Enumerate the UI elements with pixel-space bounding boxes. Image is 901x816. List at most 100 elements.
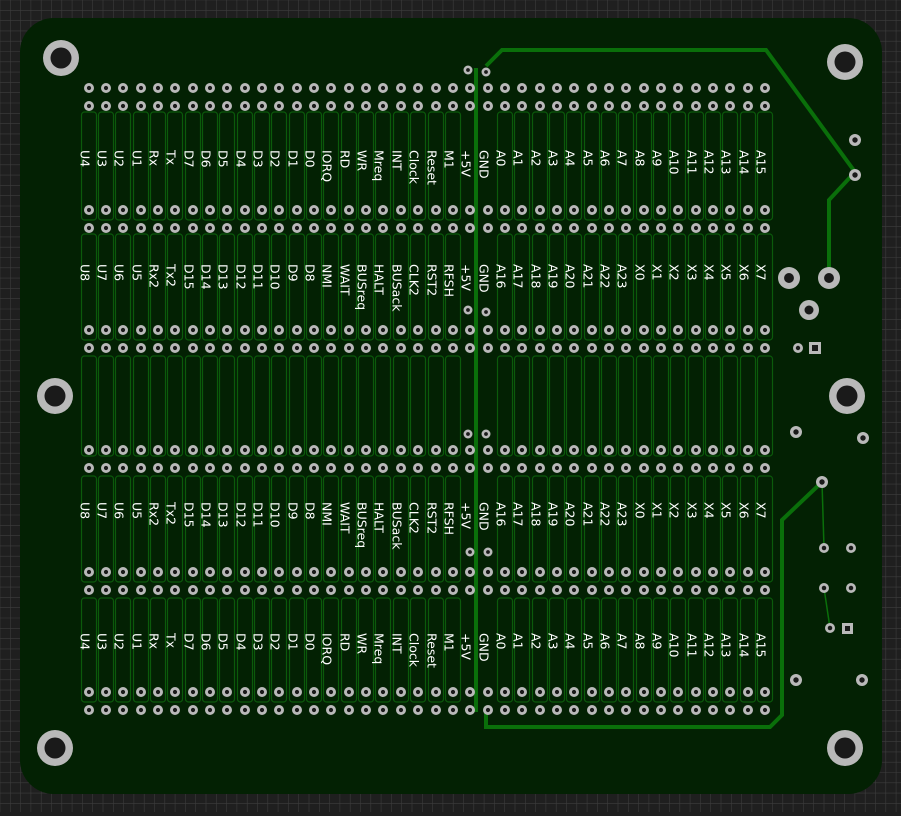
pad-drill bbox=[294, 225, 300, 231]
pad-drill bbox=[328, 85, 334, 91]
pin-label: A14 bbox=[737, 150, 752, 175]
pad-drill bbox=[294, 207, 300, 213]
pin-label: Clock bbox=[407, 150, 422, 185]
pad-drill bbox=[294, 345, 300, 351]
pad-drill bbox=[589, 345, 595, 351]
header-outline bbox=[513, 597, 531, 703]
pin-label: A3 bbox=[546, 633, 561, 650]
pad-drill bbox=[745, 569, 751, 575]
pad-drill bbox=[224, 587, 230, 593]
pad-drill bbox=[502, 587, 508, 593]
pad-drill bbox=[103, 689, 109, 695]
pad-drill bbox=[172, 587, 178, 593]
pad-drill bbox=[484, 432, 488, 436]
pad-drill bbox=[762, 225, 768, 231]
pad-drill bbox=[346, 569, 352, 575]
pin-label: X3 bbox=[685, 502, 700, 519]
pad-drill bbox=[120, 207, 126, 213]
header-outline bbox=[236, 233, 254, 341]
pad-drill bbox=[623, 587, 629, 593]
pad-drill bbox=[207, 103, 213, 109]
pad-drill bbox=[380, 207, 386, 213]
pin-label: +5V bbox=[459, 150, 474, 177]
pad-drill bbox=[103, 707, 109, 713]
pad-drill bbox=[207, 707, 213, 713]
pad-drill bbox=[467, 689, 473, 695]
mounting-hole-drill bbox=[50, 47, 72, 69]
pad-drill bbox=[86, 225, 92, 231]
pad-drill bbox=[190, 569, 196, 575]
pin-label: A21 bbox=[581, 502, 596, 526]
pad-drill bbox=[675, 345, 681, 351]
pad-drill bbox=[745, 327, 751, 333]
header-outline bbox=[374, 475, 392, 583]
pin-label: A9 bbox=[650, 150, 665, 167]
pin-label: Mreq bbox=[372, 633, 387, 664]
pad-drill bbox=[693, 689, 699, 695]
pin-label: X4 bbox=[702, 264, 717, 281]
pad-drill bbox=[346, 465, 352, 471]
header-outline bbox=[496, 233, 514, 341]
pad-drill bbox=[467, 327, 473, 333]
pad-drill bbox=[415, 345, 421, 351]
header-outline bbox=[496, 475, 514, 583]
header-outline bbox=[409, 111, 427, 221]
pad-drill bbox=[589, 569, 595, 575]
pad-drill bbox=[606, 465, 612, 471]
pad-drill bbox=[727, 85, 733, 91]
header-outline bbox=[305, 111, 323, 221]
pad-drill bbox=[745, 465, 751, 471]
pad-drill bbox=[727, 345, 733, 351]
pad-drill bbox=[138, 465, 144, 471]
pad-drill bbox=[745, 225, 751, 231]
pad-drill bbox=[363, 465, 369, 471]
header-outline bbox=[340, 233, 358, 341]
pin-label: D2 bbox=[268, 633, 283, 651]
pin-label: A13 bbox=[719, 150, 734, 174]
pad-drill bbox=[363, 225, 369, 231]
pad-drill bbox=[259, 569, 265, 575]
pad-drill bbox=[658, 85, 664, 91]
pad-drill bbox=[380, 103, 386, 109]
pin-label: GND bbox=[477, 502, 492, 531]
bottom-right-trace bbox=[484, 480, 824, 729]
pin-label: A1 bbox=[511, 633, 526, 650]
pad-drill bbox=[658, 569, 664, 575]
pad-layer bbox=[84, 65, 869, 715]
pad-drill bbox=[190, 447, 196, 453]
pad-drill bbox=[190, 207, 196, 213]
pad-drill bbox=[294, 689, 300, 695]
pad-drill bbox=[224, 465, 230, 471]
pad-drill bbox=[380, 85, 386, 91]
pad-drill bbox=[623, 707, 629, 713]
pad-drill bbox=[537, 465, 543, 471]
pad-drill bbox=[675, 587, 681, 593]
pin-label: A12 bbox=[702, 633, 717, 657]
pad-drill bbox=[380, 345, 386, 351]
header-outline bbox=[149, 475, 167, 583]
pad-drill bbox=[467, 707, 473, 713]
header-outline bbox=[565, 233, 583, 341]
header-outline bbox=[444, 597, 462, 703]
link-trace bbox=[823, 587, 831, 629]
pad-drill bbox=[207, 345, 213, 351]
header-outline bbox=[617, 111, 635, 221]
pad-drill bbox=[242, 225, 248, 231]
header-outline bbox=[617, 233, 635, 341]
pad-drill bbox=[658, 345, 664, 351]
header-outline bbox=[253, 355, 271, 457]
pad-drill bbox=[502, 345, 508, 351]
pin-label: A16 bbox=[494, 264, 509, 289]
pin-label: Reset bbox=[425, 633, 440, 668]
pin-label: HALT bbox=[372, 264, 387, 295]
header-outline bbox=[496, 597, 514, 703]
pad-drill bbox=[190, 225, 196, 231]
header-outline bbox=[218, 475, 236, 583]
pin-label: A10 bbox=[667, 633, 682, 658]
pin-label: IORQ bbox=[320, 150, 335, 182]
pad-drill bbox=[675, 103, 681, 109]
pad-drill bbox=[363, 345, 369, 351]
header-outline bbox=[114, 475, 132, 583]
pad-drill bbox=[606, 569, 612, 575]
